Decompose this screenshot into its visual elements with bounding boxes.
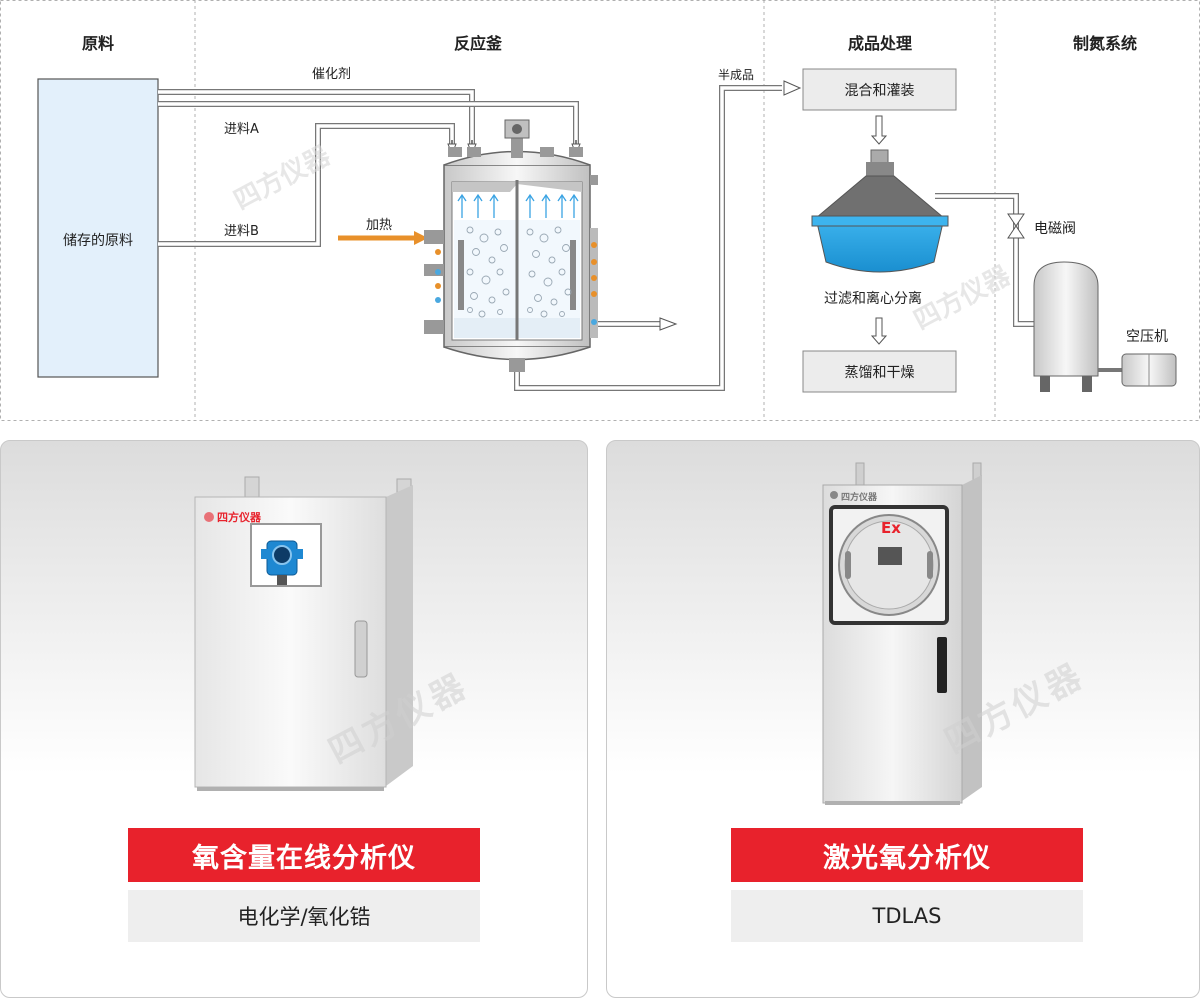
process-diagram-graphics: 四方仪器 四方仪器 (0, 0, 1200, 421)
solenoid-valve (1007, 213, 1025, 239)
nitrogen-tank (1033, 261, 1099, 392)
ex-mark: Ex (881, 519, 901, 537)
analyzer-cabinet-image (194, 476, 413, 791)
bubbles (466, 226, 572, 318)
air-compressor-label: 空压机 (1126, 329, 1168, 345)
heating-label: 加热 (366, 218, 393, 233)
section-title-finishing: 成品处理 (847, 34, 912, 53)
watermark: 四方仪器 (909, 260, 1016, 337)
down-arrow (870, 115, 888, 345)
product-tech: 电化学/氧化锆 (128, 890, 480, 942)
air-compressor (1098, 353, 1177, 387)
storage-tank (37, 78, 159, 378)
distill-dry-label: 蒸馏和干燥 (844, 364, 915, 381)
catalyst-label: 催化剂 (312, 67, 352, 82)
product-card: 四方仪器 Ex 四方仪器 激光氧分析仪 TDLAS (606, 440, 1200, 998)
process-diagram: 四方仪器 四方仪器 原料 反应釜 成品处理 制氮系统 储存的原料 催化剂 进料A… (0, 0, 1200, 422)
storage-label: 储存的原料 (63, 233, 133, 249)
mix-fill-box (802, 68, 957, 111)
centrifuge (811, 149, 949, 273)
mix-fill-label: 混合和灌装 (844, 82, 915, 99)
section-title-raw: 原料 (81, 34, 114, 53)
solenoid-valve-label: 电磁阀 (1034, 221, 1076, 237)
section-title-reactor: 反应釜 (453, 34, 502, 53)
feed-a-pipe-outer (158, 123, 455, 247)
reactor-vessel (424, 119, 598, 372)
feed-a-label: 进料A (224, 122, 259, 137)
semi-product-label: 半成品 (718, 68, 755, 82)
filter-centrifuge-label: 过滤和离心分离 (824, 291, 922, 307)
section-title-nitrogen: 制氮系统 (1072, 34, 1137, 53)
brand-logo: 四方仪器 (217, 511, 261, 524)
feed-b-label: 进料B (224, 224, 259, 239)
product-name: 激光氧分析仪 (731, 828, 1083, 882)
distill-dry-box (802, 350, 957, 393)
analyzer-cabinet-image (822, 462, 982, 805)
product-name: 氧含量在线分析仪 (128, 828, 480, 882)
product-tech: TDLAS (731, 890, 1083, 942)
brand-logo: 四方仪器 (841, 493, 878, 503)
product-card: 四方仪器 四方仪器 氧含量在线分析仪 电化学/氧化锆 (0, 440, 588, 998)
frame (0, 0, 1200, 421)
vapor-arrows (457, 193, 579, 218)
